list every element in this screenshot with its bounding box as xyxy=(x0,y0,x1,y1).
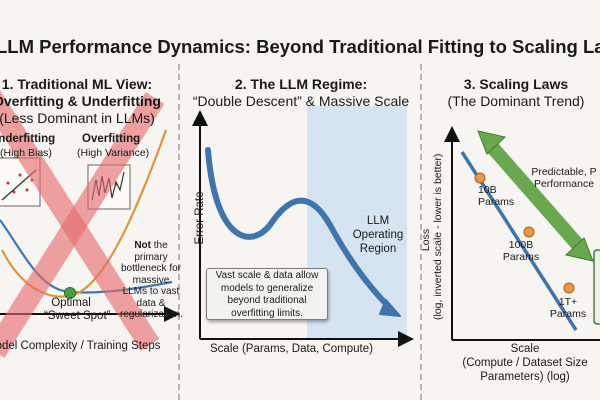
panel2-xlabel: Scale (Params, Data, Compute) xyxy=(210,343,373,355)
callout-box: Vast scale & data allow models to genera… xyxy=(206,268,328,320)
overfitting-label: Overfitting xyxy=(82,133,141,145)
panel3-ylabel: Loss (log, inverted scale - lower is bet… xyxy=(420,153,444,320)
panel1-title: 1. Traditional ML View: Overfitting & Un… xyxy=(0,76,161,126)
panel2-title: 2. The LLM Regime: “Double Descent” & Ma… xyxy=(192,76,410,109)
point-1t xyxy=(563,282,575,294)
panel3-graphics xyxy=(444,126,600,341)
panel1-xlabel: Model Complexity / Training Steps xyxy=(0,340,161,352)
panel2-graphics xyxy=(192,110,414,347)
point-100b xyxy=(523,226,535,238)
page-title: LLM Performance Dynamics: Beyond Traditi… xyxy=(0,36,600,57)
point-10b xyxy=(474,172,486,184)
region-label: LLM Operating Region xyxy=(352,215,404,255)
overfitting-sub: (High Variance) xyxy=(77,147,150,159)
not-bottleneck-note: Not the primary bottleneck for massive L… xyxy=(120,240,183,320)
underfitting-sub: (High Bias) xyxy=(0,147,52,159)
panel2-ylabel: Error Rate xyxy=(194,191,206,245)
panel3-title: 3. Scaling Laws (The Dominant Trend) xyxy=(447,76,585,109)
optimal-label: Optimal “Sweet Spot” xyxy=(44,297,111,322)
panel3-xlabel: Scale (Compute / Dataset Size Parameters… xyxy=(462,343,588,383)
panel-divider-2 xyxy=(420,64,422,400)
panel-divider-1 xyxy=(178,64,180,400)
panel1-graphics xyxy=(0,90,180,358)
optimal-point xyxy=(64,287,76,299)
underfitting-label: Underfitting xyxy=(0,133,56,145)
predictable-label: Predictable, P Performance xyxy=(531,166,597,190)
label-1t: 1T+Params xyxy=(549,296,587,320)
